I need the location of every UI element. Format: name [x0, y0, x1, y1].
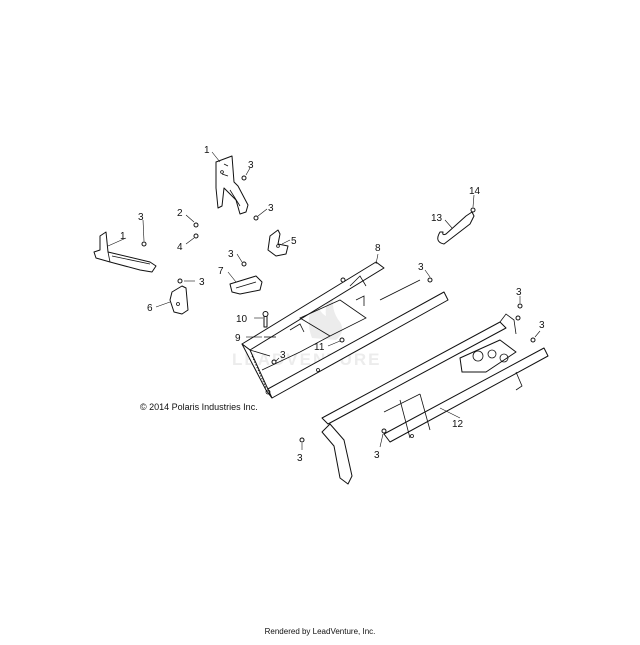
- fastener[interactable]: [381, 428, 387, 434]
- fastener[interactable]: [530, 337, 536, 343]
- copyright-notice: © 2014 Polaris Industries Inc.: [140, 402, 258, 412]
- fastener[interactable]: [427, 277, 433, 283]
- fastener[interactable]: [271, 359, 277, 365]
- fastener[interactable]: [470, 207, 476, 213]
- callout-14[interactable]: 14: [469, 186, 481, 197]
- callout-13[interactable]: 13: [431, 213, 443, 224]
- fastener[interactable]: [193, 233, 199, 239]
- callout-3[interactable]: 3: [228, 249, 234, 260]
- callout-2[interactable]: 2: [177, 208, 183, 219]
- callout-3[interactable]: 3: [248, 160, 254, 171]
- callout-7[interactable]: 7: [218, 266, 224, 277]
- callout-3[interactable]: 3: [280, 350, 286, 361]
- callout-3[interactable]: 3: [418, 262, 424, 273]
- fastener[interactable]: [253, 215, 259, 221]
- callout-3[interactable]: 3: [199, 277, 205, 288]
- part-6-bracket[interactable]: [169, 285, 189, 315]
- fastener[interactable]: [299, 437, 305, 443]
- callout-5[interactable]: 5: [291, 236, 297, 247]
- fastener[interactable]: [515, 315, 521, 321]
- callout-3[interactable]: 3: [539, 320, 545, 331]
- leader-lines: [107, 151, 541, 450]
- callout-4[interactable]: 4: [177, 242, 183, 253]
- callout-3[interactable]: 3: [138, 212, 144, 223]
- part-1-upper-bracket[interactable]: [215, 155, 249, 215]
- callout-1-upper[interactable]: 1: [204, 145, 210, 156]
- part-1-left-bracket[interactable]: [93, 231, 157, 273]
- callout-12[interactable]: 12: [452, 419, 464, 430]
- callout-8[interactable]: 8: [375, 243, 381, 254]
- callout-3[interactable]: 3: [297, 453, 303, 464]
- callout-3[interactable]: 3: [374, 450, 380, 461]
- fastener[interactable]: [193, 222, 199, 228]
- fastener[interactable]: [241, 261, 247, 267]
- fastener[interactable]: [241, 175, 247, 181]
- fastener[interactable]: [177, 278, 183, 284]
- footer-credit: Rendered by LeadVenture, Inc.: [264, 627, 376, 636]
- callout-labels: 1 3 2 4 3 1 3 5 3 7 3 6 8 3 14 13 3 3 10…: [120, 145, 545, 464]
- fastener[interactable]: [517, 303, 523, 309]
- fasteners: [141, 175, 536, 443]
- fastener[interactable]: [339, 337, 345, 343]
- callout-9[interactable]: 9: [235, 333, 241, 344]
- bolt-10-head[interactable]: [262, 311, 269, 317]
- part-8-frame[interactable]: [241, 261, 449, 399]
- callout-3[interactable]: 3: [516, 287, 522, 298]
- part-12-frame[interactable]: [321, 313, 549, 485]
- callout-6[interactable]: 6: [147, 303, 153, 314]
- part-7-bracket[interactable]: [229, 275, 263, 295]
- fastener[interactable]: [141, 241, 147, 247]
- watermark: LEADVENTURE: [232, 292, 380, 369]
- part-13-strap[interactable]: [437, 211, 475, 245]
- callout-10[interactable]: 10: [236, 314, 248, 325]
- callout-3[interactable]: 3: [268, 203, 274, 214]
- callout-1-left[interactable]: 1: [120, 231, 126, 242]
- part-5-bracket[interactable]: [267, 229, 289, 257]
- fastener[interactable]: [340, 277, 346, 283]
- callout-11[interactable]: 11: [314, 342, 325, 353]
